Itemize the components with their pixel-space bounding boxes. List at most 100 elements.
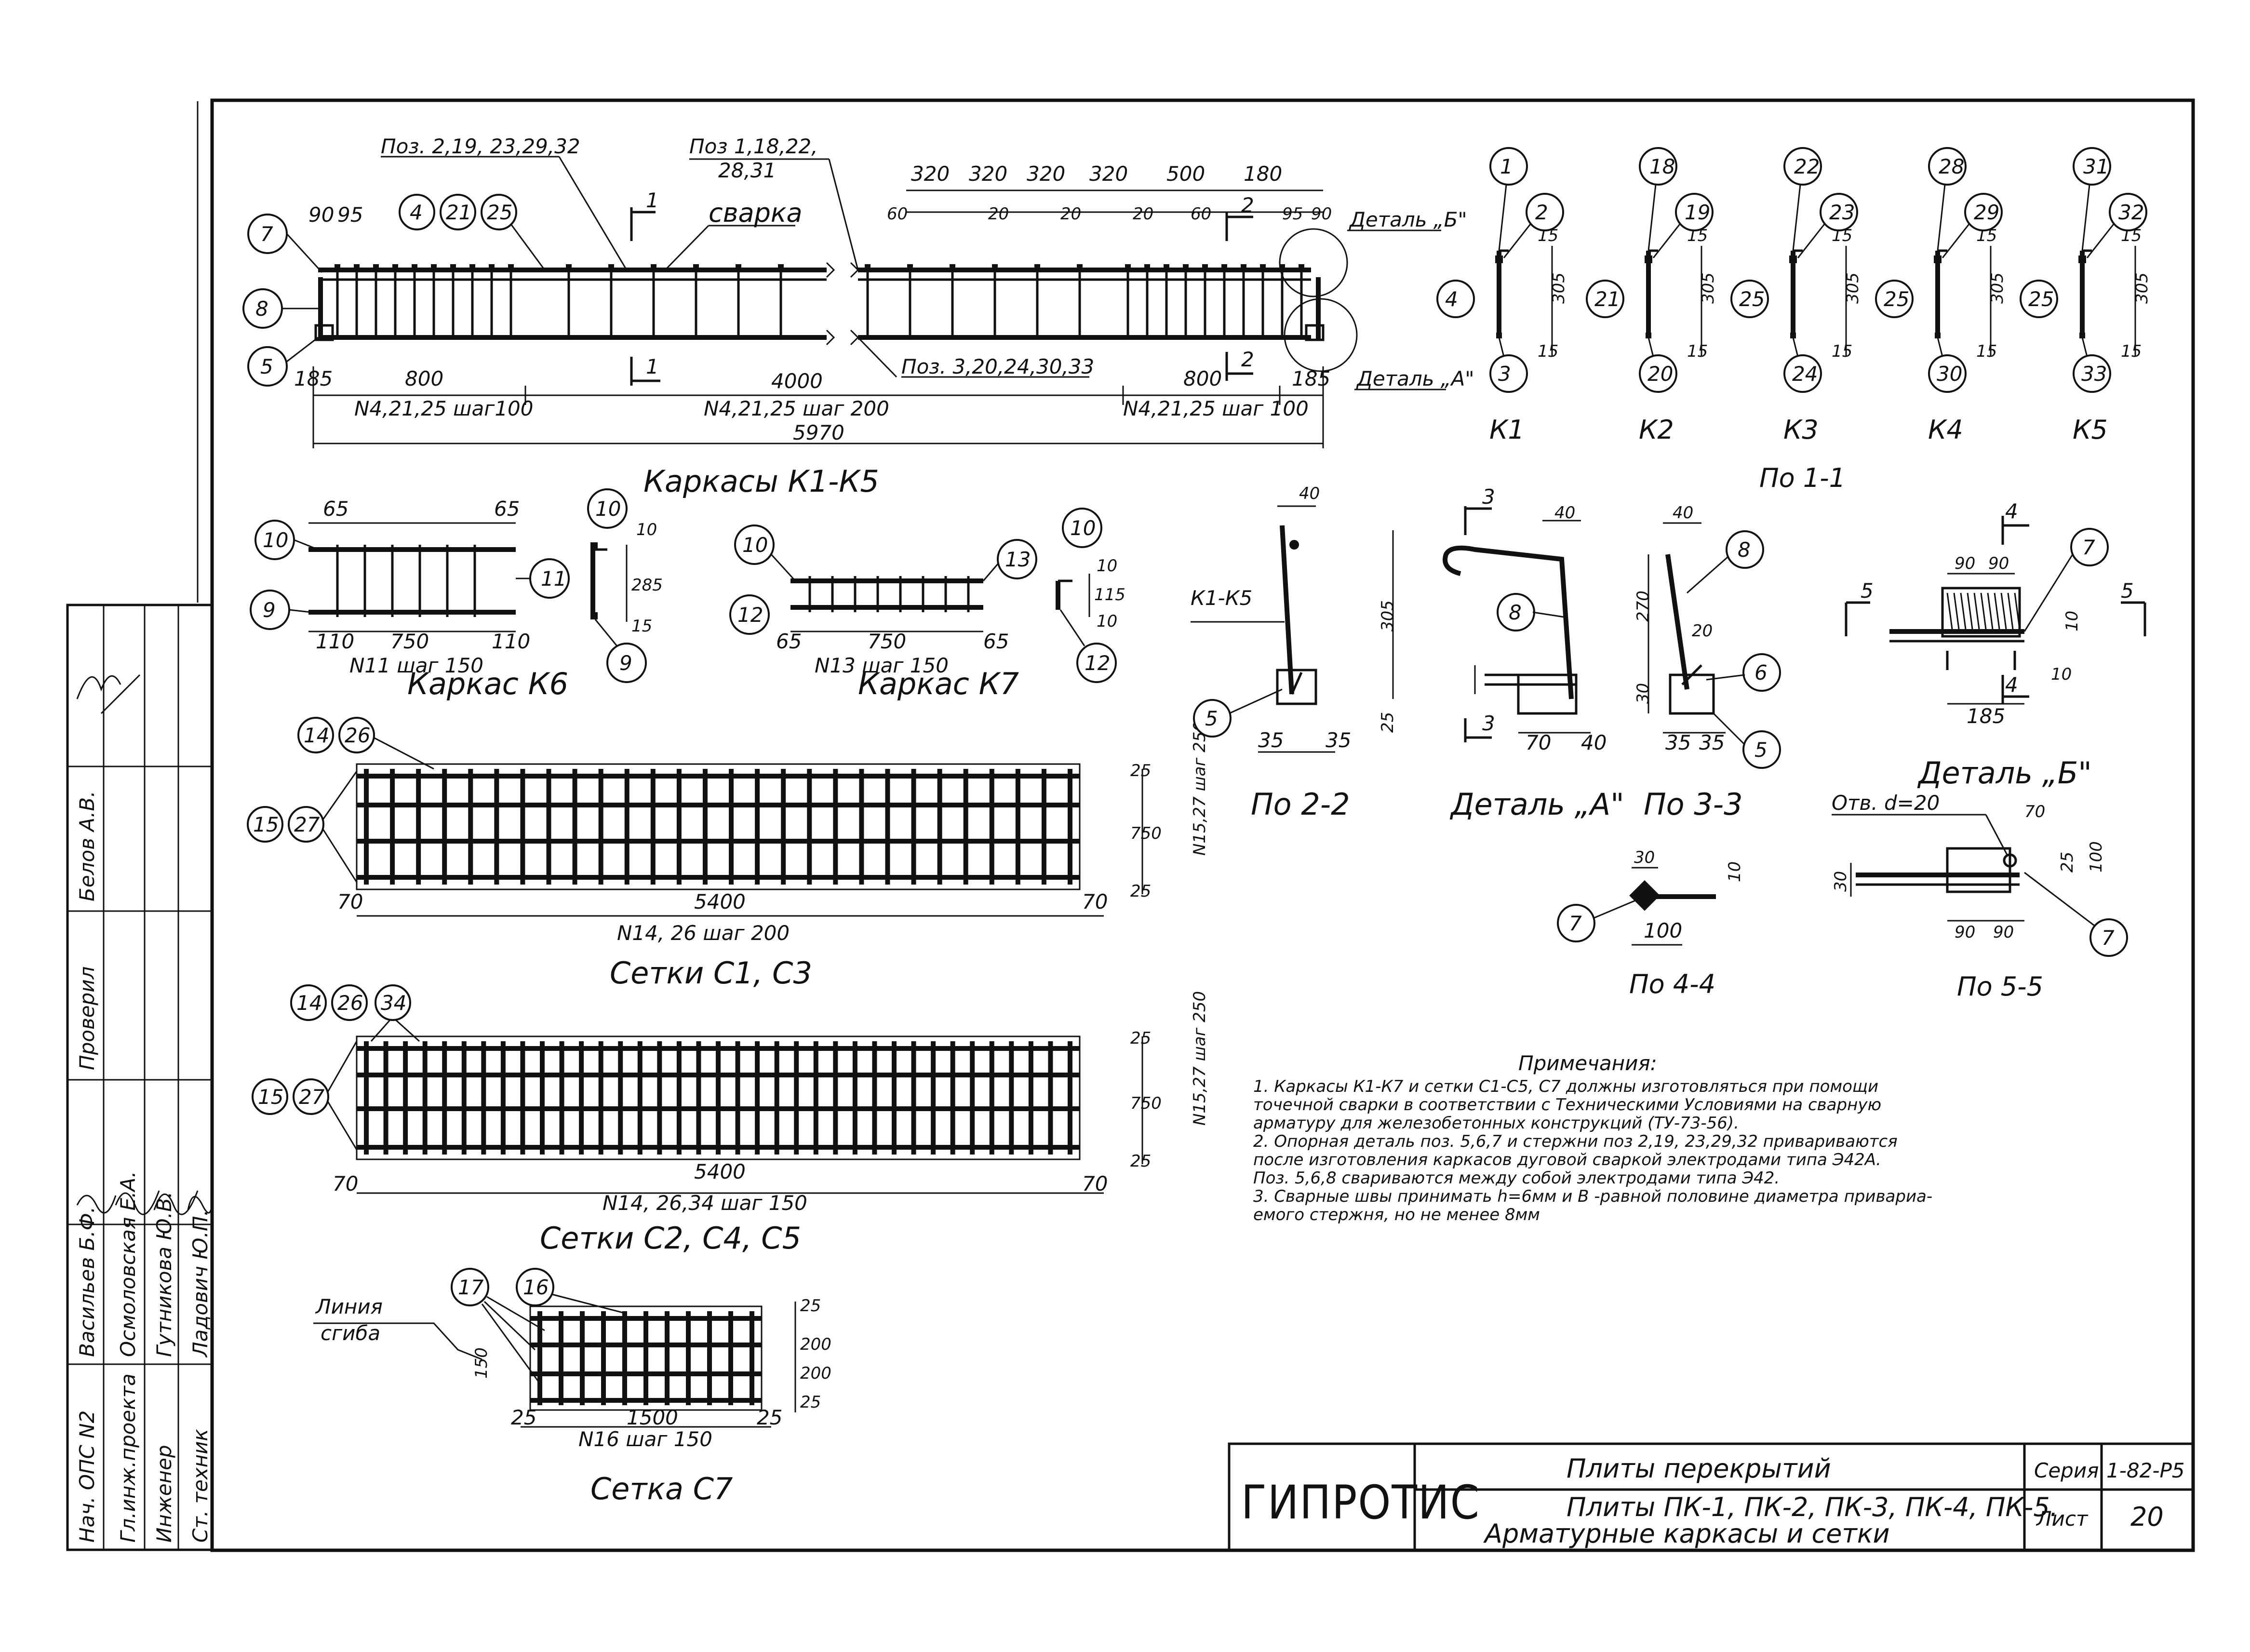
stirrup-top [1164, 264, 1169, 269]
detail-b-dim-185: 185 [1967, 704, 2005, 728]
stirrup-top [1241, 264, 1246, 269]
sec44-caption: По 4-4 [1629, 969, 1715, 999]
note-line-1: точечной сварки в соответствии с Техниче… [1253, 1095, 1881, 1115]
mesh2-callout-34: 34 [381, 991, 406, 1015]
detail-a: 40 70 40 8 3 3 Деталь „А" [1443, 485, 1624, 822]
mesh2-callout-26: 26 [337, 991, 363, 1015]
section-callout-bottom-33: 33 [2081, 362, 2107, 386]
title-sheet-label: Лист [2036, 1507, 2089, 1531]
frame-k7: 65 750 65 N13 шаг 150 Каркас К7 10 12 13… [729, 508, 1125, 701]
section-leader [2086, 224, 2115, 258]
section-callout-bottom-30: 30 [1937, 362, 1962, 386]
sec33-caption: По 3-3 [1644, 787, 1743, 822]
weld-hatch [1953, 592, 1960, 630]
mesh-c2-c4-c5: 70 5400 70 N14, 26,34 шаг 150 Сетки С2, … [252, 984, 1209, 1256]
detail-b-dim-10-top: 10 [2062, 611, 2082, 631]
section-dim-305: 305 [1549, 272, 1568, 304]
section-callout-bottom [2073, 354, 2111, 393]
mesh2-dim-5400: 5400 [694, 1160, 746, 1183]
note-line-3: 2. Опорная деталь поз. 5,6,7 и стержни п… [1253, 1132, 1898, 1151]
title-line-3: Арматурные каркасы и сетки [1483, 1518, 1890, 1549]
k7-dim-750: 750 [868, 630, 906, 653]
detail-b-caption: Деталь „Б" [1917, 755, 2092, 791]
section-callout-left-4: 4 [1445, 287, 1458, 311]
sec44-callout-7: 7 [1569, 912, 1582, 935]
top-dim-320: 320 [911, 162, 950, 186]
step-right: N4,21,25 шаг 100 [1123, 397, 1309, 420]
stirrup-top [1034, 264, 1040, 269]
section-callout-bottom-24: 24 [1792, 362, 1818, 386]
stirrup-top [431, 264, 437, 269]
weld-hatch [1967, 592, 1973, 630]
stamp-name-3: Ладович Ю.П. [188, 1209, 212, 1358]
top-dim-500: 500 [1166, 162, 1205, 186]
stirrup-top [693, 264, 699, 269]
mesh7-dim-25-right: 25 [757, 1406, 782, 1429]
sec55-dim-30: 30 [1831, 871, 1850, 892]
section-callout-left-25: 25 [2028, 287, 2054, 311]
sec33-dim-20: 20 [1692, 621, 1713, 641]
stamp-role-3: Ст. техник [188, 1429, 212, 1543]
detail-b-sec-mark-5-right: 5 [2121, 579, 2134, 603]
stamp-checked-name: Белов А.В. [75, 791, 99, 901]
signature-checked [76, 675, 121, 699]
mesh1-side-step: N15,27 шаг 250 [1190, 721, 1209, 856]
section-dim-15-bottom: 15 [1976, 342, 1997, 361]
note-line-4: после изготовления каркасов дуговой свар… [1253, 1150, 1881, 1169]
stirrup-top [1144, 264, 1150, 269]
weld-hatch [1987, 592, 1994, 630]
pos-label-bottom: Поз. 3,20,24,30,33 [901, 355, 1094, 378]
mesh2-outline [356, 1035, 1081, 1160]
weld-hatch [2014, 592, 2021, 630]
signature-1 [76, 1195, 117, 1214]
sec33-callout-8: 8 [1738, 538, 1751, 562]
svarka-label: сварка [709, 198, 803, 228]
section-callout-left-25: 25 [1739, 287, 1765, 311]
mesh2-callout-15: 15 [258, 1085, 283, 1109]
dim-185-left: 185 [294, 367, 333, 390]
small-dim-20: 20 [988, 204, 1009, 224]
section-label-К1: К1 [1489, 415, 1525, 445]
detail-a-dim-40-top: 40 [1554, 503, 1575, 523]
section-callout-bottom-3: 3 [1498, 362, 1511, 386]
section-callout-right-2: 2 [1535, 201, 1548, 224]
sec22-dim-40: 40 [1299, 484, 1320, 503]
k6-sec-callout-9: 9 [619, 651, 632, 675]
sections-k1-k5: 15305151243К1153051518192120К21530515222… [1436, 147, 2152, 445]
title-line-1: Плиты перекрытий [1567, 1453, 1831, 1484]
section-dim-15-bottom: 15 [2121, 342, 2142, 361]
mesh2-side-25-top: 25 [1130, 1029, 1151, 1048]
section-callout-bottom [1489, 354, 1528, 393]
section-label-К5: К5 [2073, 415, 2108, 445]
sec22-caption: По 2-2 [1251, 787, 1350, 822]
mesh7-side-200-a: 200 [800, 1335, 831, 1354]
step-mid: N4,21,25 шаг 200 [704, 397, 889, 420]
section-mark-1-top: 1 [646, 188, 659, 212]
note-line-7: емого стержня, но не менее 8мм [1253, 1205, 1540, 1224]
detail-a-ref: Деталь „А" [1356, 367, 1474, 390]
top-dim-180: 180 [1244, 162, 1282, 186]
weld-hatch [2000, 592, 2007, 630]
sec44-dim-10: 10 [1725, 861, 1744, 882]
k7-callout-12: 12 [737, 603, 763, 627]
dim-4000: 4000 [771, 369, 823, 393]
notes-block: Примечания: 1. Каркасы К1-К7 и сетки С1-… [1253, 1051, 1932, 1224]
sec33-callout-5: 5 [1754, 738, 1768, 762]
k7-sec-10-top: 10 [1097, 556, 1117, 576]
k7-dim-65-left: 65 [776, 630, 802, 653]
title-sheet-value: 20 [2130, 1502, 2164, 1532]
stirrup-top [1077, 264, 1083, 269]
k7-callout-10: 10 [742, 533, 768, 557]
stirrup-top [1299, 264, 1304, 269]
mesh1-dim-70-right: 70 [1082, 890, 1108, 913]
section-callout-left [1586, 280, 1624, 318]
stamp-role-0: Нач. ОПС N2 [75, 1410, 99, 1543]
mesh7-step: N16 шаг 150 [578, 1427, 712, 1451]
section-callout-bottom [1928, 354, 1967, 393]
mesh7-side-25-bottom: 25 [800, 1393, 821, 1412]
mesh7-side-200-b: 200 [800, 1364, 831, 1383]
sec55-callout-7: 7 [2102, 926, 2115, 950]
section-leader [1503, 224, 1531, 258]
k6-sec-callout-10: 10 [595, 497, 621, 521]
